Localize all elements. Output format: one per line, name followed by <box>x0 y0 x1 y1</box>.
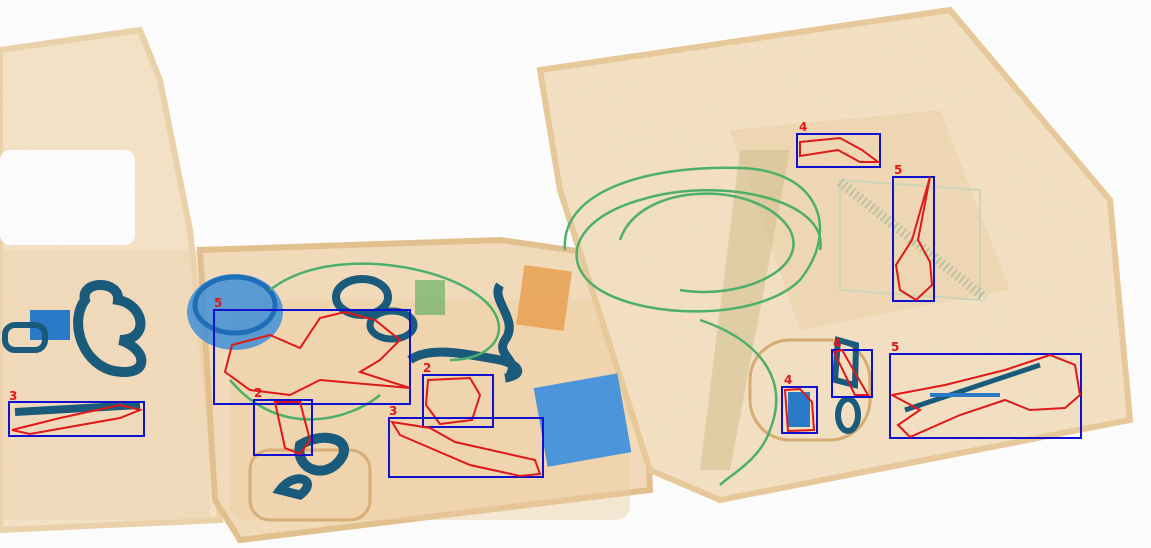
detection-10: 5 <box>889 340 1082 439</box>
bounding-box <box>253 399 313 456</box>
detection-label: 5 <box>894 163 902 177</box>
detection-3: 2 <box>253 386 313 456</box>
bounding-box <box>422 374 494 428</box>
bounding-box <box>889 353 1082 439</box>
detection-9: 4 <box>781 373 818 434</box>
right-objects <box>563 166 1041 486</box>
middle-objects <box>187 262 632 500</box>
detection-7: 5 <box>892 163 935 302</box>
detection-overlays: 3 5 2 2 3 <box>8 120 1082 478</box>
bounding-box <box>831 349 873 398</box>
detection-5: 3 <box>388 404 544 478</box>
bounding-box <box>781 386 818 434</box>
detection-1: 3 <box>8 389 145 437</box>
object-outline <box>832 348 870 396</box>
object-outline <box>11 403 144 436</box>
object-outline <box>273 401 312 456</box>
detection-label: 5 <box>214 296 222 310</box>
object-outline <box>424 376 482 426</box>
detection-label: 4 <box>833 336 841 350</box>
detection-label: 3 <box>9 389 17 403</box>
detection-label: 2 <box>423 361 431 375</box>
detection-4: 2 <box>422 361 494 428</box>
detection-label: 4 <box>799 120 807 134</box>
object-outline <box>889 353 1082 439</box>
detection-label: 5 <box>891 340 899 354</box>
bounding-box <box>8 401 145 437</box>
bounding-box <box>388 417 544 478</box>
detection-label: 3 <box>389 404 397 418</box>
bounding-box <box>796 133 881 168</box>
detection-label: 4 <box>784 373 792 387</box>
detection-label: 2 <box>254 386 262 400</box>
object-outline <box>223 310 411 397</box>
object-outline <box>799 136 881 163</box>
detection-8: 4 <box>831 336 873 398</box>
bounding-box <box>892 176 935 302</box>
object-outline <box>390 420 542 478</box>
object-outline <box>783 387 816 433</box>
object-outline <box>894 176 934 302</box>
detection-6: 4 <box>796 120 881 168</box>
